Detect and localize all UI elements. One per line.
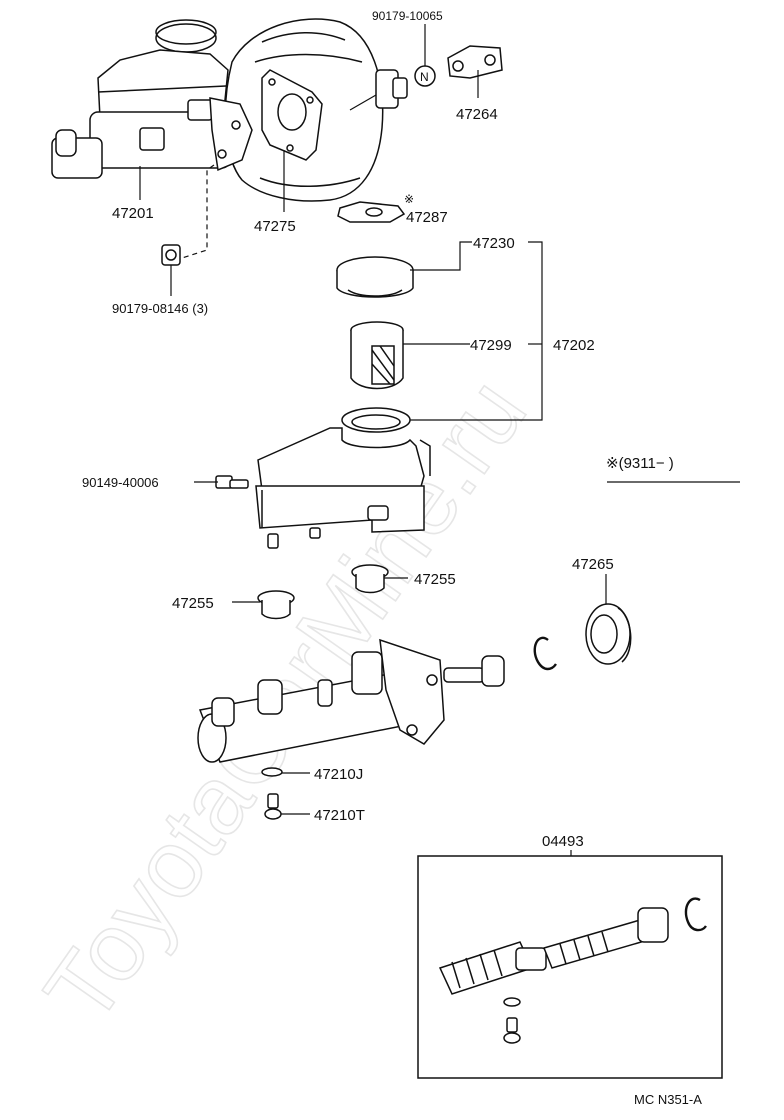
kit-snap-ring <box>684 897 707 932</box>
reservoir-47202 <box>255 407 431 549</box>
strainer-47299 <box>350 321 404 390</box>
remark-date-note: ※(9311− ) <box>606 455 674 472</box>
snap-ring <box>533 636 557 671</box>
piston-kit <box>438 907 669 995</box>
master-cylinder-body <box>197 638 505 763</box>
label-47299: 47299 <box>470 337 512 354</box>
label-47264: 47264 <box>456 106 498 123</box>
clevis-47264 <box>447 45 503 79</box>
label-47255-left: 47255 <box>172 595 214 612</box>
plate-47287 <box>337 201 406 223</box>
label-90149-40006: 90149-40006 <box>82 475 159 490</box>
label-47230: 47230 <box>473 235 515 252</box>
seal-47265 <box>585 603 632 665</box>
label-47210J: 47210J <box>314 766 363 783</box>
label-47265: 47265 <box>572 556 614 573</box>
screw-90149-40006 <box>215 475 249 489</box>
label-47255-right: 47255 <box>414 571 456 588</box>
label-47210T: 47210T <box>314 807 365 824</box>
nut-90179-08146 <box>161 164 215 266</box>
label-04493: 04493 <box>542 833 584 850</box>
bolt-47210T <box>264 793 282 820</box>
label-90179-08146: 90179-08146 (3) <box>112 301 208 316</box>
label-47287-mark: ※ <box>404 192 414 206</box>
washer-47210J <box>261 767 283 777</box>
kit-washer <box>503 997 521 1007</box>
booster-gasket-47275 <box>261 69 323 161</box>
grommet-47255-right <box>351 564 389 594</box>
reservoir-cap-47230 <box>336 256 414 298</box>
label-47201: 47201 <box>112 205 154 222</box>
kit-box-04493 <box>417 855 723 1079</box>
label-47202: 47202 <box>553 337 595 354</box>
diagram-code: MC N351-A <box>634 1092 702 1107</box>
leader-lines <box>139 24 740 856</box>
grommet-47255-left <box>257 590 295 620</box>
label-90179-10065: 90179-10065 <box>372 9 443 23</box>
label-N: N <box>420 70 429 84</box>
label-47287: 47287 <box>406 209 448 226</box>
label-47275: 47275 <box>254 218 296 235</box>
master-cylinder-assy-47201 <box>51 19 253 179</box>
part-number-labels: 90179-10065 N 47264 47201 47275 ※ 47287 … <box>82 9 702 1107</box>
kit-bolt <box>503 1017 521 1044</box>
